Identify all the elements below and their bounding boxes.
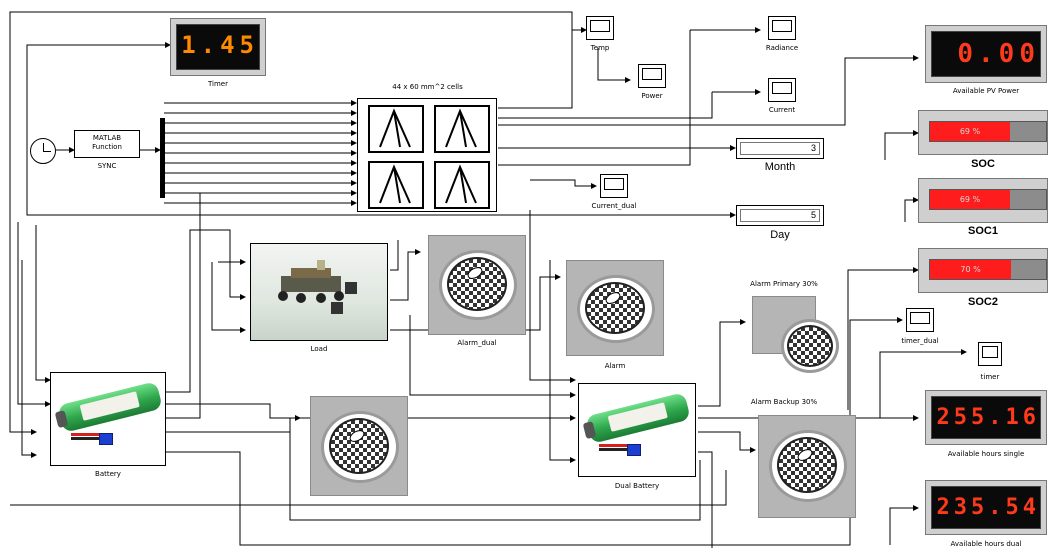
battery-alarm-gauge[interactable]: [310, 396, 408, 496]
pv-cell: [368, 161, 424, 209]
radiance-scope-label: Radiance: [757, 44, 807, 52]
pv-array-label: 44 x 60 mm^2 cells: [355, 83, 500, 91]
alarm-primary-label: Alarm Primary 30%: [740, 280, 828, 288]
soc-label: SOC: [918, 158, 1048, 170]
timer-scope[interactable]: [978, 342, 1002, 366]
month-display[interactable]: 3: [736, 138, 824, 159]
day-value: 5: [740, 209, 820, 222]
current-scope[interactable]: [768, 78, 796, 102]
sync-line2: Function: [75, 143, 139, 152]
soc1-bar: 69 %: [929, 189, 1047, 210]
alarm-dual-label: Alarm_dual: [428, 339, 526, 347]
soc1-meter[interactable]: 69 %: [918, 178, 1048, 223]
timer-dual-scope[interactable]: [906, 308, 934, 332]
dual-battery-connector: [627, 444, 641, 456]
battery-wire-red: [71, 433, 101, 436]
alarm-dual-gauge[interactable]: [428, 235, 526, 335]
sync-label: SYNC: [74, 162, 140, 170]
hours-single-label: Available hours single: [925, 450, 1047, 458]
pv-cell: [368, 105, 424, 153]
soc-fill: 69 %: [930, 122, 1010, 141]
soc2-fill: 70 %: [930, 260, 1011, 279]
timer-scope-label: timer: [970, 373, 1010, 381]
load-label: Load: [250, 345, 388, 353]
month-value: 3: [740, 142, 820, 155]
sync-line1: MATLAB: [75, 134, 139, 143]
current-dual-scope[interactable]: [600, 174, 628, 198]
pv-cell: [434, 105, 490, 153]
power-scope[interactable]: [638, 64, 666, 88]
pv-power-label: Available PV Power: [925, 87, 1047, 95]
dual-battery-wire-black: [599, 448, 629, 451]
battery-block[interactable]: [50, 372, 166, 466]
pv-cell: [434, 161, 490, 209]
alarm-primary-gauge[interactable]: [752, 296, 816, 354]
sync-function-block[interactable]: MATLAB Function: [74, 130, 140, 158]
dual-battery-block[interactable]: [578, 383, 696, 477]
hours-dual-label: Available hours dual: [925, 540, 1047, 548]
timer-dual-scope-label: timer_dual: [890, 337, 950, 345]
day-display[interactable]: 5: [736, 205, 824, 226]
hours-single-value: 255.16: [931, 396, 1041, 439]
soc2-meter[interactable]: 70 %: [918, 248, 1048, 293]
current-dual-scope-label: Current_dual: [584, 202, 644, 210]
soc1-label: SOC1: [918, 225, 1048, 237]
alarm-gauge[interactable]: [566, 260, 664, 356]
alarm-dual-face: [447, 257, 507, 311]
temp-scope-label: Temp: [580, 44, 620, 52]
timer-label: Timer: [170, 80, 266, 88]
day-label: Day: [740, 229, 820, 241]
battery-icon: [57, 381, 163, 433]
clock-icon[interactable]: [30, 138, 56, 164]
battery-connector: [99, 433, 113, 445]
soc1-fill: 69 %: [930, 190, 1010, 209]
battery-wire-black: [71, 437, 101, 440]
robot-image: [261, 258, 365, 318]
soc-meter[interactable]: 69 %: [918, 110, 1048, 155]
alarm-primary-face: [787, 325, 833, 367]
hours-dual-meter[interactable]: 235.54: [925, 480, 1047, 535]
soc2-bar: 70 %: [929, 259, 1047, 280]
timer-display[interactable]: 1.45: [170, 18, 266, 76]
battery-alarm-face: [329, 418, 389, 474]
pv-power-meter[interactable]: 0.00: [925, 25, 1047, 83]
current-scope-label: Current: [757, 106, 807, 114]
dual-battery-label: Dual Battery: [578, 482, 696, 490]
alarm-face: [585, 282, 645, 334]
radiance-scope[interactable]: [768, 16, 796, 40]
hours-single-meter[interactable]: 255.16: [925, 390, 1047, 445]
pv-power-value: 0.00: [931, 31, 1041, 77]
alarm-label: Alarm: [566, 362, 664, 370]
power-scope-label: Power: [632, 92, 672, 100]
alarm-backup-face: [777, 437, 837, 493]
dual-battery-wire-red: [599, 444, 629, 447]
load-block[interactable]: [250, 243, 388, 341]
timer-value: 1.45: [176, 24, 260, 70]
alarm-backup-gauge[interactable]: [758, 415, 856, 518]
temp-scope[interactable]: [586, 16, 614, 40]
alarm-backup-label: Alarm Backup 30%: [740, 398, 828, 406]
hours-dual-value: 235.54: [931, 486, 1041, 529]
battery-label: Battery: [50, 470, 166, 478]
month-label: Month: [740, 161, 820, 173]
soc2-label: SOC2: [918, 296, 1048, 308]
pv-array-block[interactable]: [357, 98, 497, 212]
soc-bar: 69 %: [929, 121, 1047, 142]
dual-battery-icon: [585, 392, 691, 444]
